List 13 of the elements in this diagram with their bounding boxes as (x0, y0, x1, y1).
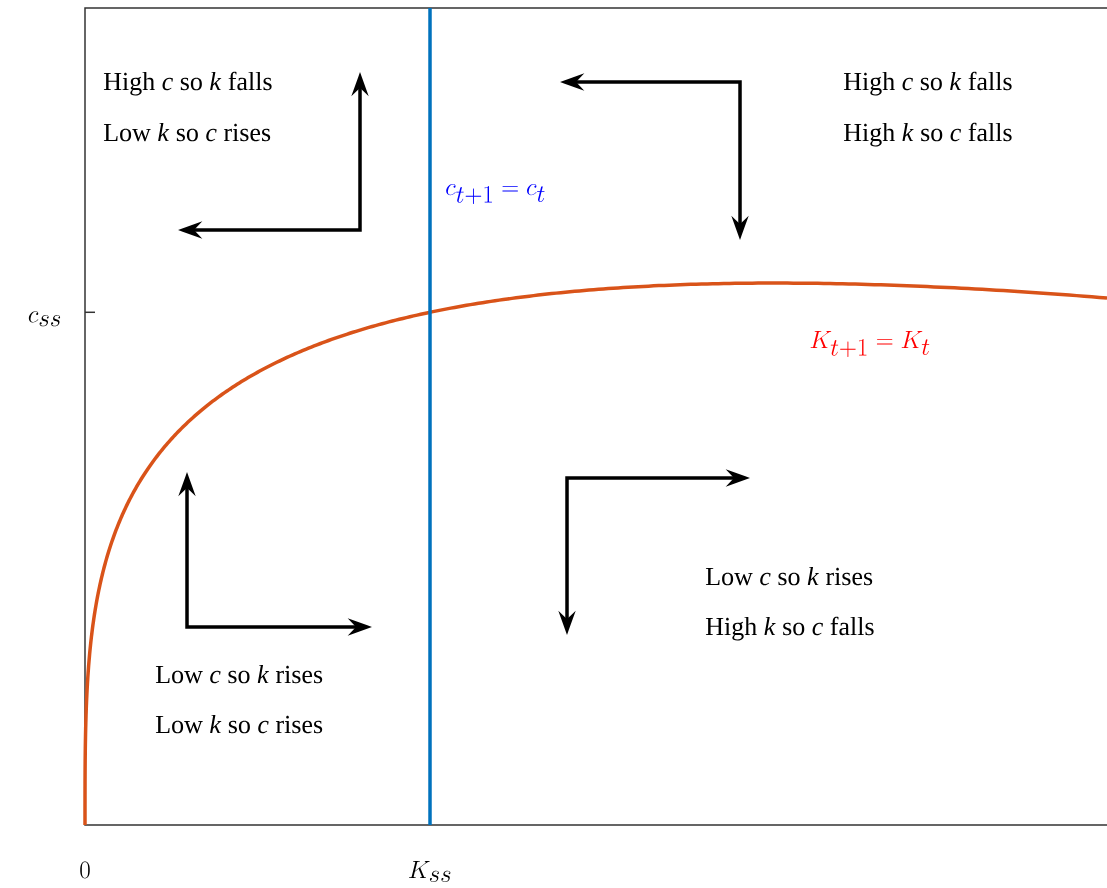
tick-label: $c_{ss}$ (28, 311, 61, 327)
tick-label: $K_{ss}$ (409, 861, 451, 882)
tick-label: $0$ (80, 861, 90, 879)
annotation-text: Low c so k rises (705, 566, 873, 586)
annotation-text: High c so k falls (103, 71, 272, 96)
curve-label: $c_{t+1} = c_t$ (446, 184, 545, 205)
annotation-text: Low k so c rises (155, 714, 323, 734)
annotation-text: Low c so k rises (155, 664, 323, 684)
annotation-text: High k so c falls (843, 122, 1012, 147)
annotation-text: Low k so c rises (103, 122, 271, 142)
curve-label: $K_{t+1} = K_t$ (810, 331, 930, 358)
annotation-text: High k so c falls (705, 616, 874, 641)
annotation-text: High c so k falls (843, 71, 1012, 96)
